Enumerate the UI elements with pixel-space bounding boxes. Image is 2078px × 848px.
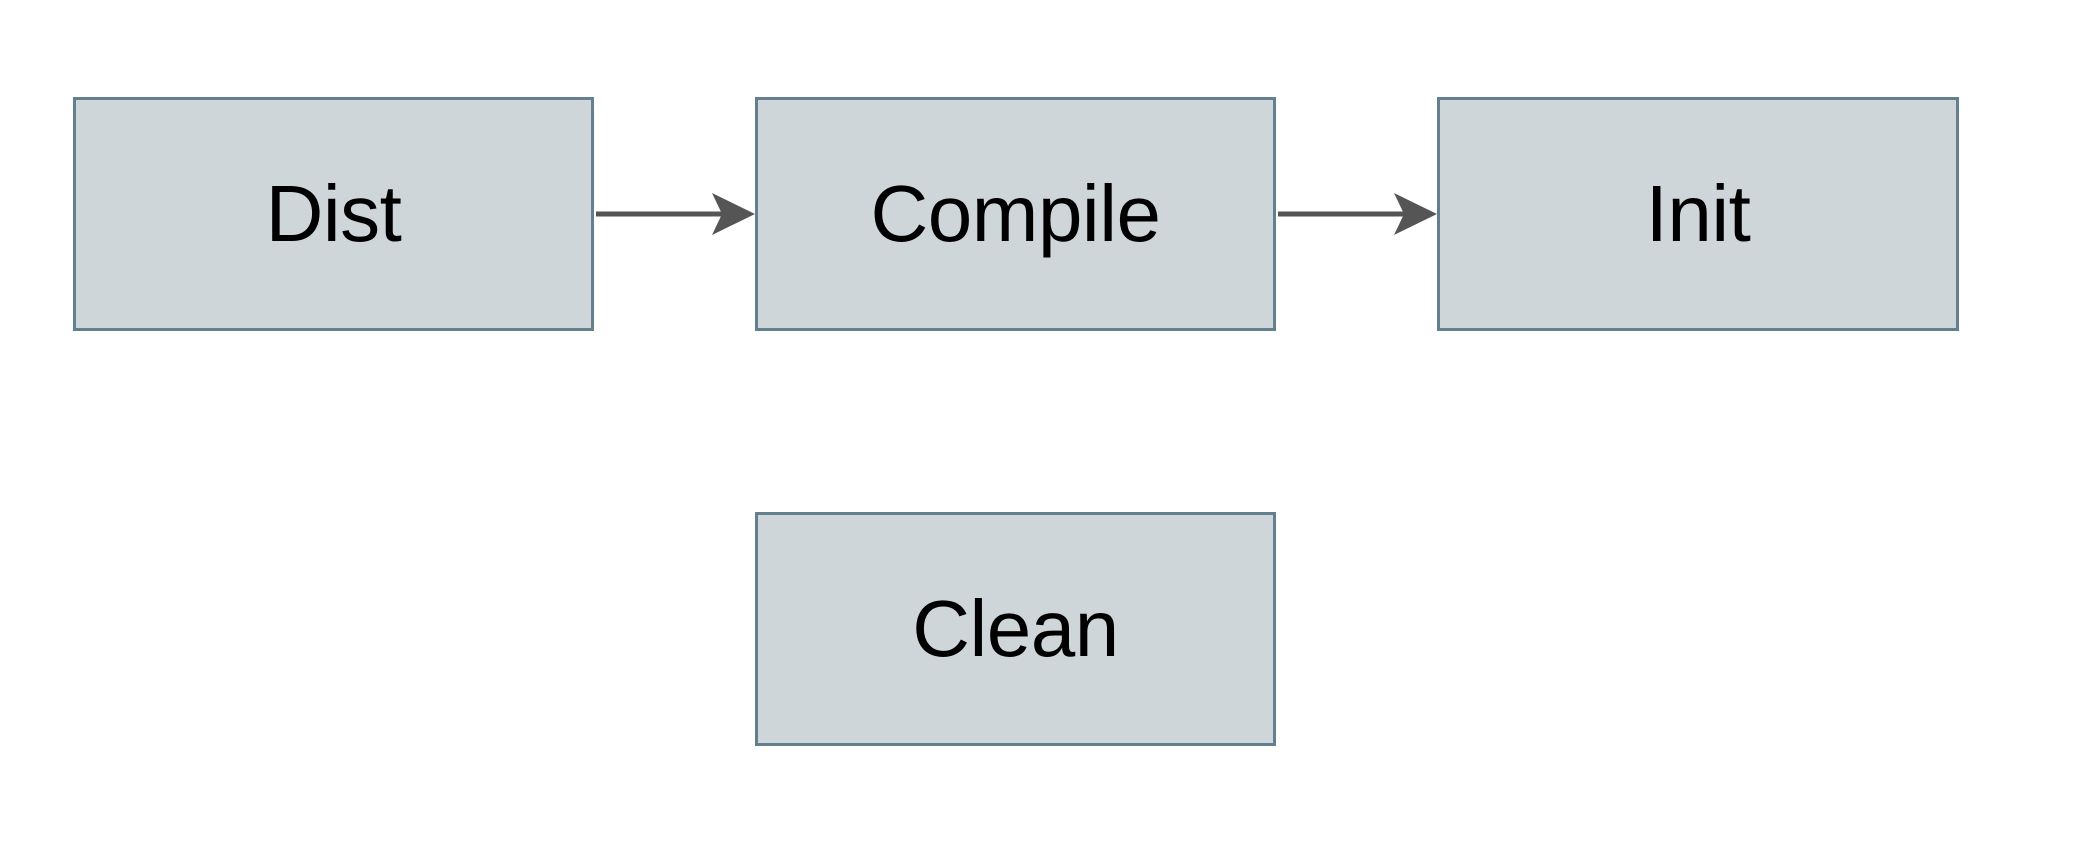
edge-compile-to-init[interactable] — [1276, 186, 1439, 242]
node-init[interactable]: Init — [1437, 97, 1959, 331]
node-dist[interactable]: Dist — [73, 97, 594, 331]
node-compile-label: Compile — [870, 169, 1161, 258]
node-compile[interactable]: Compile — [755, 97, 1276, 331]
node-clean-label: Clean — [912, 584, 1119, 673]
node-dist-label: Dist — [265, 169, 402, 258]
edge-dist-to-compile[interactable] — [594, 186, 757, 242]
node-init-label: Init — [1645, 169, 1751, 258]
arrow-right-icon — [596, 193, 755, 235]
arrow-right-icon — [1278, 193, 1437, 235]
node-clean[interactable]: Clean — [755, 512, 1276, 746]
